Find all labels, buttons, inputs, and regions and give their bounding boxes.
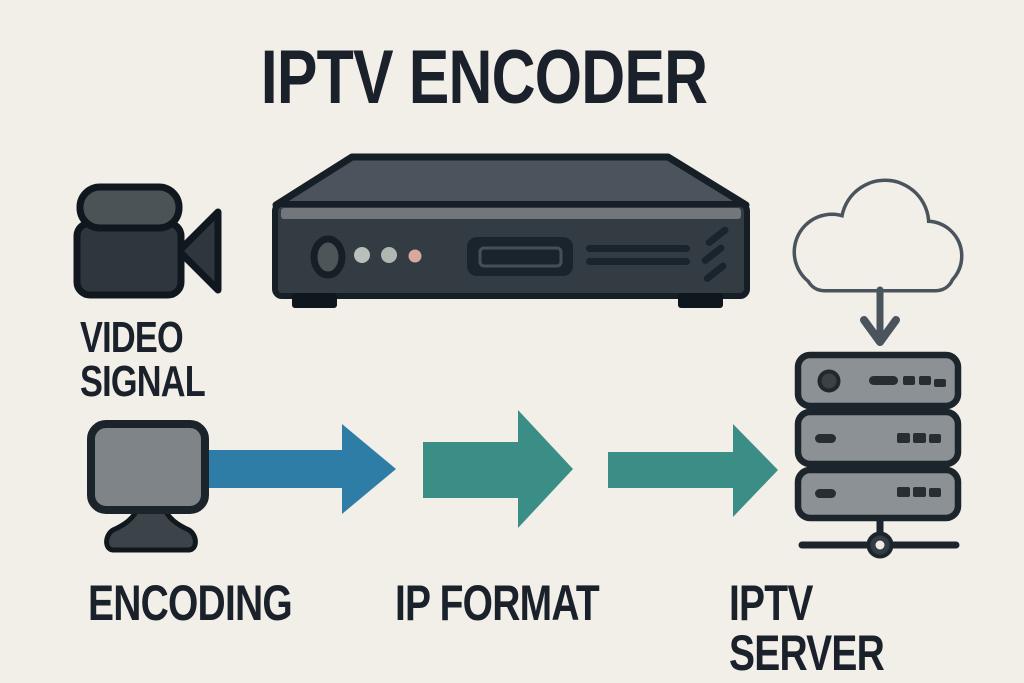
flow-arrow-3-icon [608,424,778,517]
flow-arrow-1-icon [203,424,396,514]
monitor-icon [87,420,209,553]
server-unit-3 [794,466,962,522]
encoder-top-strip [281,208,741,219]
down-arrow-icon [860,286,900,346]
encoder-led-2 [381,247,397,263]
camera-lens-triangle [175,208,222,294]
cloud-icon [792,178,964,293]
encoder-slot-inner [478,246,563,268]
ip-format-label: IP FORMAT [395,575,600,631]
encoder-led-1 [354,247,370,263]
iptv-server-label: IPTV SERVER [729,575,885,681]
monitor-stand [104,502,198,553]
encoder-foot-left [292,293,337,308]
encoder-slot [467,237,573,276]
server-details [815,369,946,498]
encoder-line-1 [586,245,690,252]
encoder-knob [310,235,346,279]
server-stack-icon [794,351,962,559]
camera-top [76,183,183,232]
encoding-label: ENCODING [88,575,293,631]
video-signal-label: VIDEO SIGNAL [80,313,206,406]
encoder-foot-right [678,293,723,308]
encoder-top-face [272,153,750,209]
video-camera-icon [73,183,222,299]
encoder-line-2 [586,258,690,265]
encoder-led-3 [408,249,422,263]
flow-arrow-2-icon [423,410,573,528]
camera-body [73,219,185,299]
encoder-device-icon [272,153,750,308]
network-node-hole [875,540,885,550]
monitor-screen [87,420,209,514]
server-unit-2 [794,408,962,468]
page-title: IPTV ENCODER [260,35,708,120]
encoder-vents [701,226,729,282]
